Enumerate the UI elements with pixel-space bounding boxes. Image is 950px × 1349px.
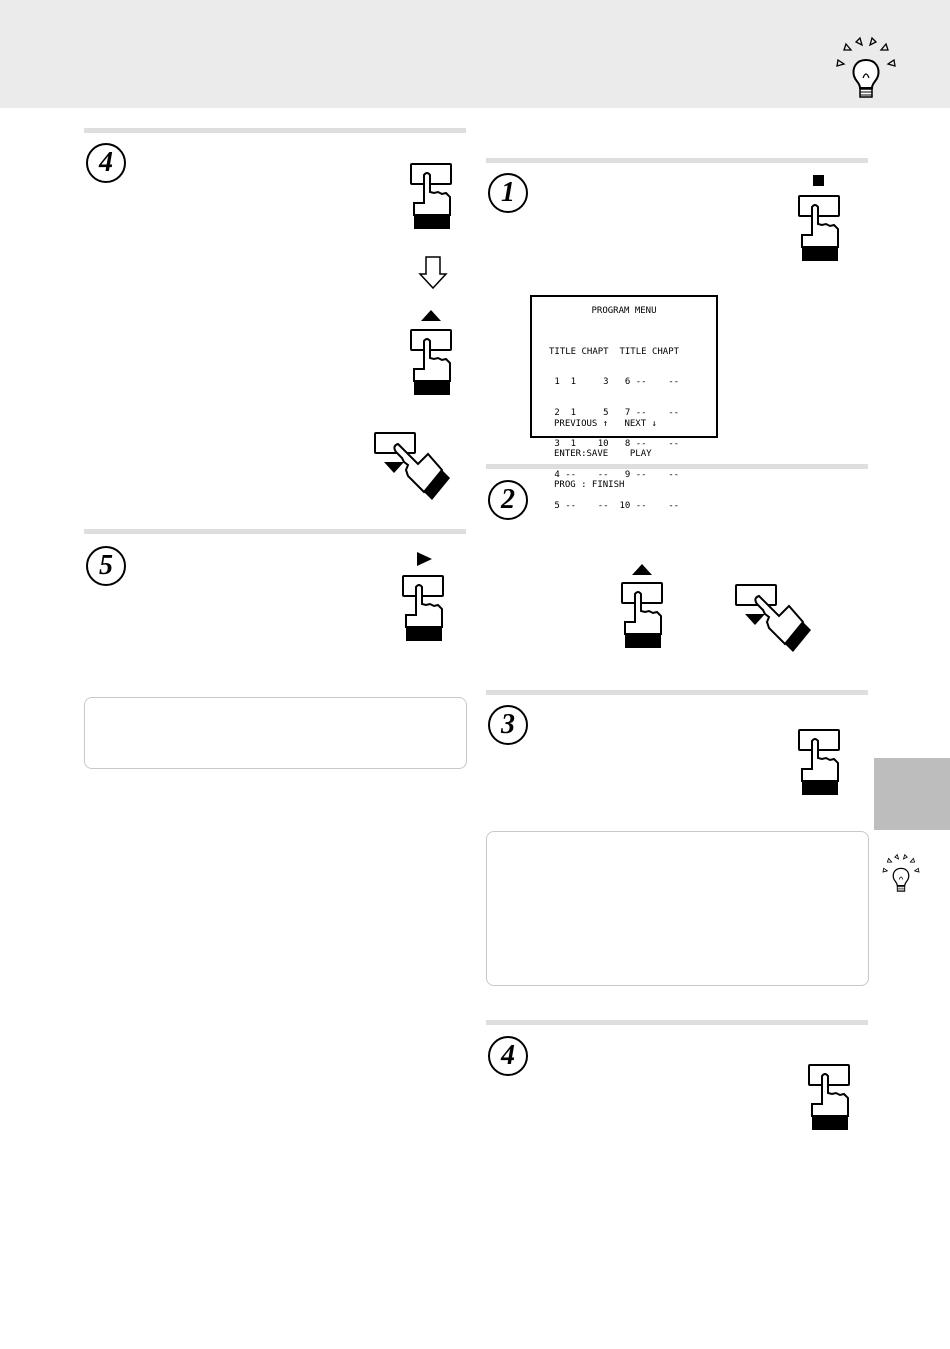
section-divider: [486, 464, 868, 469]
step-number-1: 1: [488, 173, 528, 213]
program-menu-screen: PROGRAM MENU TITLE CHAPT TITLE CHAPT 1 1…: [530, 295, 718, 511]
screen-footer: PREVIOUS ↑ NEXT ↓ ENTER:SAVE PLAY PROG :…: [554, 398, 657, 511]
table-row: 2 1 5 7 -- --: [549, 408, 680, 419]
lightbulb-icon: [882, 854, 920, 892]
footer-line: PREVIOUS ↑ NEXT ↓: [554, 418, 657, 429]
table-row: 1 1 3 6 -- --: [549, 377, 680, 388]
down-outline-arrow-icon: [418, 256, 448, 290]
section-divider: [486, 1020, 868, 1025]
note-box: [486, 831, 869, 986]
hand-press-button-icon: [808, 1064, 850, 1131]
section-divider: [84, 529, 466, 534]
hand-press-button-icon: [410, 329, 452, 396]
screen-title: PROGRAM MENU: [591, 306, 657, 316]
down-triangle-icon: [384, 462, 404, 473]
footer-line: ENTER:SAVE PLAY: [554, 449, 652, 460]
stop-square-icon: [813, 175, 824, 186]
step-number-4: 4: [488, 1036, 528, 1076]
table-row: TITLE CHAPT TITLE CHAPT: [549, 346, 680, 357]
section-divider: [84, 128, 466, 133]
hand-press-button-icon: [402, 575, 444, 642]
down-triangle-icon: [745, 614, 765, 625]
table-row: 5 -- -- 10 -- --: [549, 501, 680, 512]
step-number-3: 3: [488, 705, 528, 745]
section-divider: [486, 158, 868, 163]
step-number-2: 2: [488, 480, 528, 520]
section-divider: [486, 690, 868, 695]
side-tab: [874, 758, 950, 830]
step-number-4: 4: [86, 143, 126, 183]
lightbulb-icon: [836, 37, 896, 98]
hand-press-button-icon: [798, 195, 840, 262]
hand-press-button-icon: [621, 582, 663, 649]
hand-press-button-icon: [798, 729, 840, 796]
up-triangle-icon: [421, 310, 441, 321]
up-triangle-icon: [632, 564, 652, 575]
step-number-5: 5: [86, 546, 126, 586]
page-header: [0, 0, 950, 108]
play-triangle-icon: [417, 552, 432, 566]
note-box: [84, 697, 467, 769]
program-table: TITLE CHAPT TITLE CHAPT 1 1 3 6 -- -- 2 …: [549, 326, 679, 532]
hand-press-button-icon: [410, 163, 452, 230]
table-row: 4 -- -- 9 -- --: [549, 470, 680, 481]
footer-line: PROG : FINISH: [554, 480, 625, 491]
table-row: 3 1 10 8 -- --: [549, 439, 680, 450]
